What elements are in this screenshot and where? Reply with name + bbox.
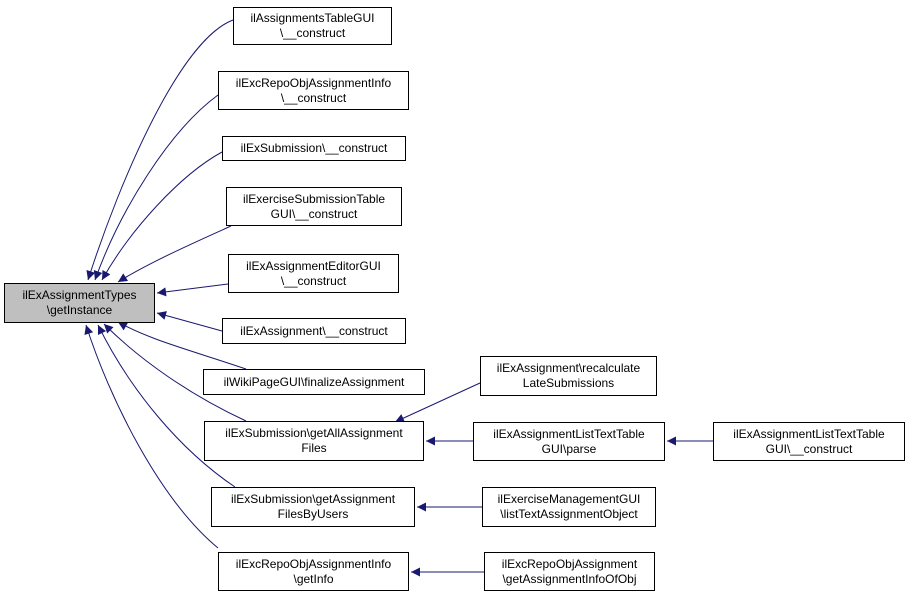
node-label-line2: \getAssignmentInfoOfObj	[502, 571, 637, 586]
edge-erai-to-root	[93, 94, 219, 281]
edge-wiki-to-root	[117, 321, 247, 370]
node-exercise-submission-table-gui-construct[interactable]: ilExerciseSubmissionTable GUI\__construc…	[226, 187, 402, 226]
node-label-line1: ilAssignmentsTableGUI	[250, 11, 375, 25]
node-label-line1: ilExcRepoObjAssignmentInfo	[235, 556, 392, 571]
edge-atgui-to-root	[86, 19, 234, 281]
node-ex-assignment-editor-gui-construct[interactable]: ilExAssignmentEditorGUI \__construct	[228, 254, 399, 293]
edge-exsub-to-root	[101, 151, 223, 281]
node-label-line1: ilExAssignmentEditorGUI	[246, 258, 381, 273]
edge-exsubt-to-root	[117, 225, 232, 283]
node-repo-obj-assignment-get-assignment-info-of-obj[interactable]: ilExcRepoObjAssignment \getAssignmentInf…	[484, 552, 655, 591]
node-label-line1: ilExAssignmentListTextTable	[493, 426, 645, 441]
node-list-text-table-gui-construct[interactable]: ilExAssignmentListTextTable GUI\__constr…	[713, 422, 905, 461]
node-list-text-table-gui-parse[interactable]: ilExAssignmentListTextTable GUI\parse	[473, 422, 665, 461]
node-label-line2: GUI\__construct	[765, 441, 853, 456]
node-label-line2: \getInstance	[46, 303, 113, 317]
node-label-line1: ilExcRepoObjAssignmentInfo	[235, 75, 392, 90]
node-label-line2: \__construct	[280, 273, 347, 288]
node-wiki-page-gui-finalize-assignment[interactable]: ilWikiPageGUI\finalizeAssignment	[203, 369, 425, 395]
node-label-line2: \getInfo	[293, 571, 334, 586]
edge-geti-to-root	[84, 324, 219, 549]
node-label-line1: ilExerciseSubmissionTable	[242, 191, 386, 206]
node-label-line1: ilExSubmission\getAllAssignment	[225, 426, 403, 440]
node-root-getinstance: ilExAssignmentTypes \getInstance	[4, 283, 155, 323]
edge-rls-to-gaf	[394, 382, 481, 423]
node-label-line1: ilExSubmission\__construct	[240, 141, 388, 155]
node-ex-assignment-recalculate-late-submissions[interactable]: ilExAssignment\recalculate LateSubmissio…	[480, 356, 657, 396]
node-label-line1: ilExerciseManagementGUI	[497, 492, 641, 506]
node-ex-assignment-construct[interactable]: ilExAssignment\__construct	[222, 318, 406, 344]
node-label-line1: ilExAssignment\__construct	[240, 323, 388, 338]
node-repo-obj-assignment-info-get-info[interactable]: ilExcRepoObjAssignmentInfo \getInfo	[218, 552, 409, 591]
edge-exaed-to-root	[156, 283, 229, 297]
node-repo-obj-assignment-info-construct[interactable]: ilExcRepoObjAssignmentInfo \__construct	[218, 71, 409, 110]
node-label-line2: \listTextAssignmentObject	[500, 507, 638, 521]
node-label-line1: ilExAssignmentTypes	[22, 288, 137, 302]
node-label-line2: \__construct	[279, 26, 346, 40]
node-label-line1: ilExAssignment\recalculate	[496, 361, 641, 375]
node-ex-submission-get-all-assignment-files[interactable]: ilExSubmission\getAllAssignment Files	[204, 421, 424, 461]
edge-exa-to-root	[156, 311, 223, 332]
node-label-line2: \__construct	[280, 90, 347, 105]
node-label-line2: FilesByUsers	[277, 507, 349, 521]
edge-gaf-to-root	[103, 323, 247, 422]
node-label-line2: LateSubmissions	[522, 376, 615, 390]
node-label-line2: GUI\parse	[541, 441, 597, 456]
node-exercise-management-gui-list-text-assignment[interactable]: ilExerciseManagementGUI \listTextAssignm…	[482, 487, 656, 527]
node-ex-submission-construct[interactable]: ilExSubmission\__construct	[222, 136, 406, 161]
node-assignments-table-gui-construct[interactable]: ilAssignmentsTableGUI \__construct	[233, 7, 392, 45]
node-label-line2: GUI\__construct	[270, 206, 358, 221]
node-label-line1: ilExcRepoObjAssignment	[501, 556, 638, 571]
node-label-line1: ilExAssignmentListTextTable	[733, 426, 885, 441]
node-ex-submission-get-assignment-files-by-users[interactable]: ilExSubmission\getAssignment FilesByUser…	[211, 487, 415, 527]
edge-gafu-to-root	[97, 324, 236, 488]
node-label-line2: Files	[301, 441, 327, 455]
node-label-line1: ilExSubmission\getAssignment	[230, 492, 396, 506]
node-label-line1: ilWikiPageGUI\finalizeAssignment	[223, 374, 405, 389]
